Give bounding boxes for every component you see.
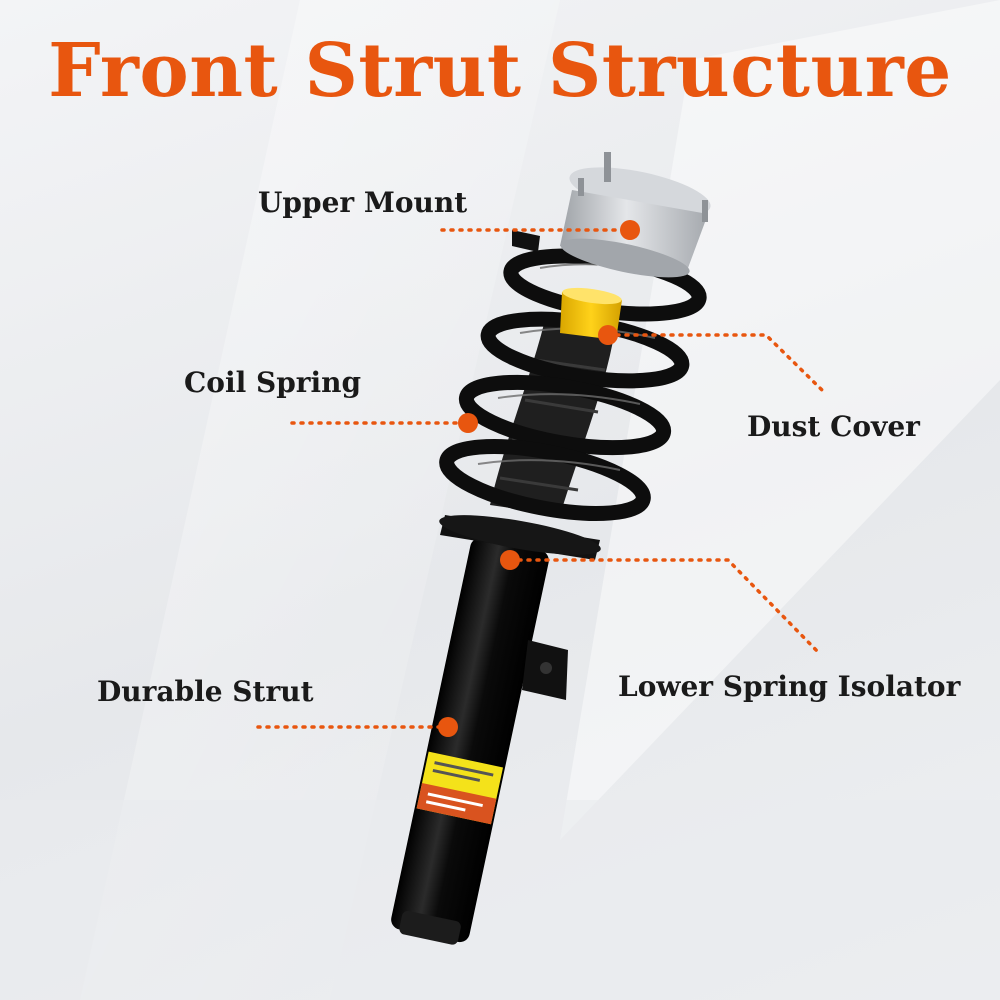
callout-dots xyxy=(438,220,640,737)
leader-lower-isolator xyxy=(508,558,820,654)
label-upper-mount: Upper Mount xyxy=(258,186,468,219)
dot-coil-spring xyxy=(458,413,478,433)
label-durable-strut: Durable Strut xyxy=(97,675,314,708)
dot-dust-cover xyxy=(598,325,618,345)
dot-lower-isolator xyxy=(500,550,520,570)
dot-upper-mount xyxy=(620,220,640,240)
callout-leaders xyxy=(256,228,826,729)
label-coil-spring: Coil Spring xyxy=(184,366,362,399)
warning-label xyxy=(416,751,504,825)
lower-spring-seat xyxy=(439,515,601,560)
label-dust-cover: Dust Cover xyxy=(747,410,920,443)
strut-body xyxy=(391,537,549,945)
dot-durable-strut xyxy=(438,717,458,737)
page-title: Front Strut Structure xyxy=(48,28,952,114)
leader-dust-cover xyxy=(606,333,826,394)
knuckle-bracket xyxy=(522,640,568,700)
label-lower-spring-isolator: Lower Spring Isolator xyxy=(618,670,961,703)
